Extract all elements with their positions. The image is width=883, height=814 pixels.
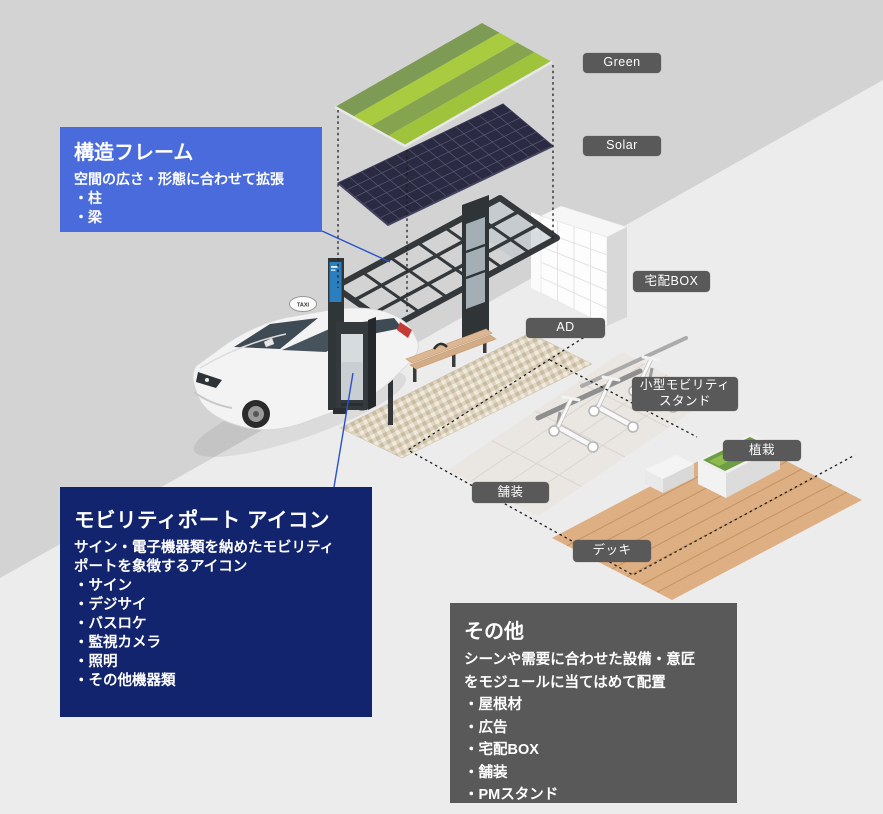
- callout-line: ・舗装: [464, 764, 508, 781]
- callout-line: ・屋根材: [464, 697, 522, 713]
- label-ad: AD: [526, 318, 605, 338]
- callout-line: ・梁: [74, 209, 102, 225]
- leader-lines: [321, 230, 391, 488]
- mosaic-pavement: [339, 332, 593, 459]
- label-takuhai-box: 宅配BOX: [633, 271, 710, 292]
- callout-structural-frame: 構造フレーム 空間の広さ・形態に合わせて拡張 ・柱 ・梁: [60, 127, 322, 232]
- signage-kiosk: [328, 258, 376, 414]
- callout-line: ・広告: [464, 719, 508, 736]
- bench-handle: [432, 342, 448, 350]
- callout-line: をモジュールに当てはめて配置: [464, 674, 666, 691]
- callout-line: 空間の広さ・形態に合わせて拡張: [74, 171, 284, 187]
- callout-line: ・照明: [74, 654, 118, 670]
- dashed-ground-outline: [406, 312, 856, 576]
- callout-line: ポートを象徴するアイコン: [74, 559, 248, 575]
- label-mobility-stand: 小型モビリティ スタンド: [632, 377, 738, 411]
- callout-title: モビリティポート アイコン: [74, 509, 330, 532]
- car-taillight: [397, 322, 412, 338]
- label-green: Green: [583, 53, 661, 73]
- callout-others: その他 シーンや需要に合わせた設備・意匠 をモジュールに当てはめて配置 ・屋根材…: [450, 603, 737, 803]
- green-roof-layer: [334, 23, 553, 148]
- scooter-icon: [588, 375, 639, 433]
- callout-title: 構造フレーム: [74, 142, 194, 164]
- callout-line: ・PMスタンド: [464, 787, 559, 803]
- callout-line: ・デジサイ: [74, 597, 147, 613]
- dashed-explode-guides: [337, 65, 554, 312]
- callout-title: その他: [464, 621, 524, 643]
- car-mirror: [263, 337, 275, 348]
- callout-line: ・その他機器類: [74, 673, 176, 689]
- kiosk-blue-sign: [329, 262, 342, 302]
- callout-line: ・監視カメラ: [74, 635, 161, 651]
- taxi-roof-sign: [289, 296, 317, 312]
- car-windshield: [234, 318, 318, 349]
- callout-mobility-port-icon: モビリティポート アイコン サイン・電子機器類を納めたモビリティ ポートを象徴す…: [60, 487, 372, 717]
- label-plants: 植栽: [723, 440, 801, 461]
- label-deck: デッキ: [573, 540, 651, 562]
- glass-wall-panel: [462, 195, 489, 343]
- callout-line: サイン・電子機器類を納めたモビリティ: [74, 540, 335, 556]
- taxi-roof-sign-text: TAXI: [297, 303, 310, 309]
- frame-leader-line: [321, 230, 391, 263]
- scooter-icon: [548, 395, 599, 453]
- label-pavement: 舗装: [472, 482, 549, 503]
- bench: [405, 328, 497, 382]
- callout-line: ・宅配BOX: [464, 742, 539, 758]
- callout-line: ・サイン: [74, 578, 132, 594]
- callout-line: ・柱: [74, 190, 102, 206]
- callout-line: シーンや需要に合わせた設備・意匠: [464, 652, 696, 668]
- port-icon-leader-line: [333, 372, 354, 488]
- callout-line: ・バスロケ: [74, 616, 147, 632]
- deck-step-bench: [645, 455, 694, 493]
- label-solar: Solar: [583, 136, 661, 156]
